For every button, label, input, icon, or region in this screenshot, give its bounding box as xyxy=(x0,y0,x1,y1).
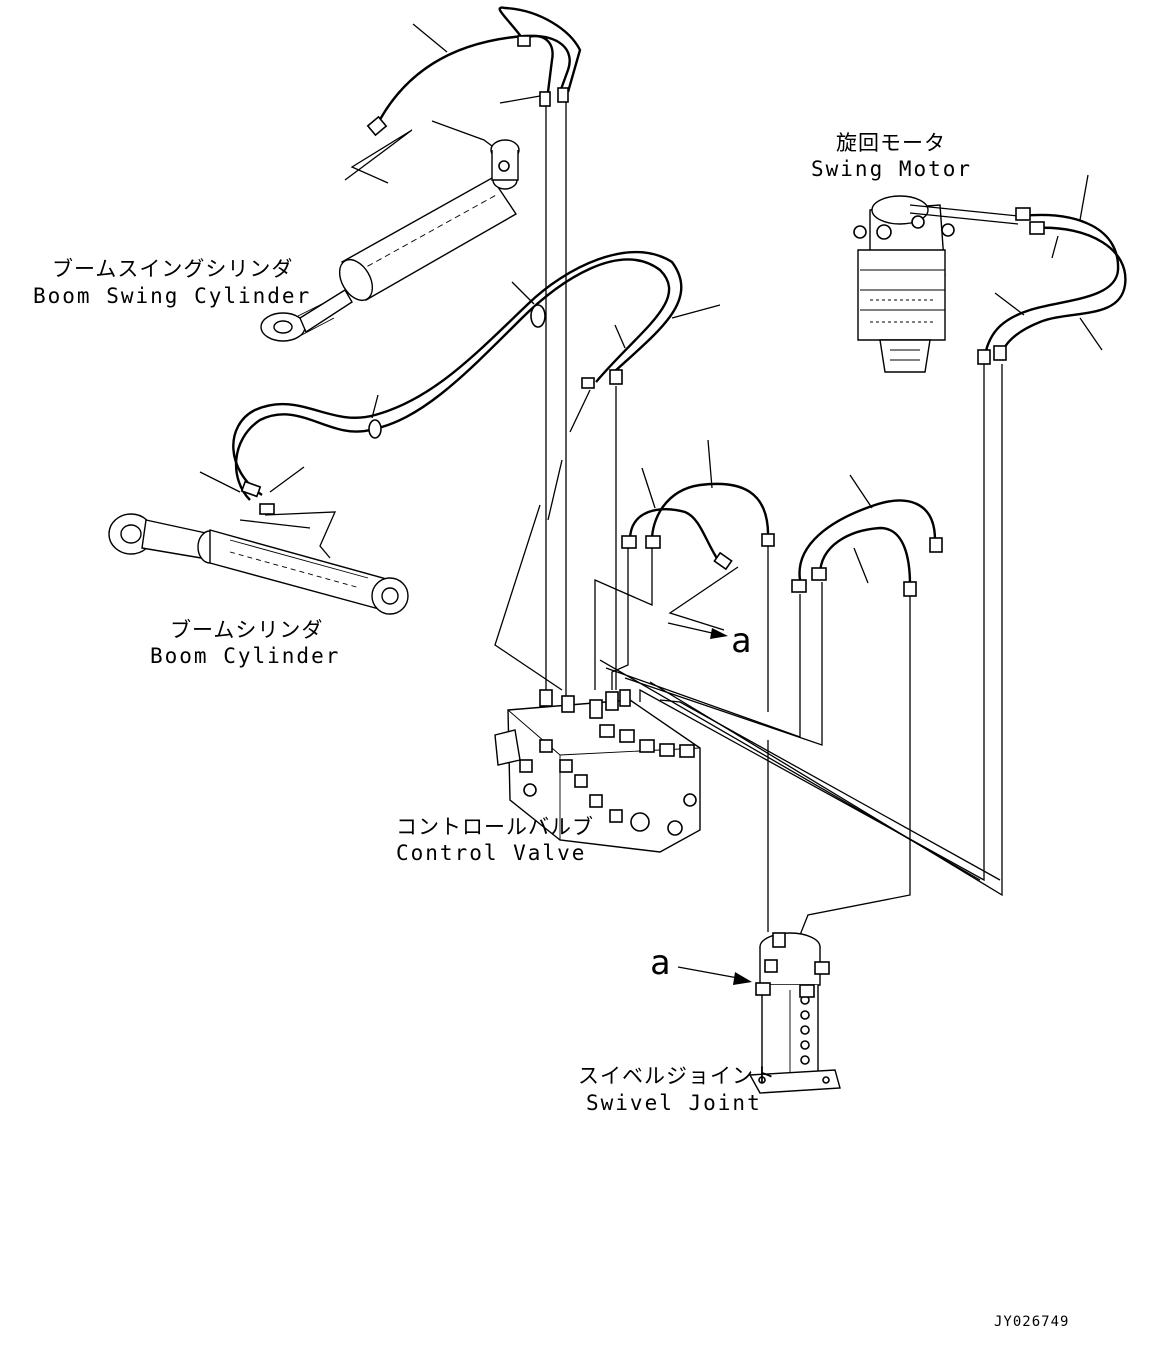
boom-cylinder xyxy=(108,511,409,615)
boom-cylinder-hoses xyxy=(199,251,721,515)
center-hoses xyxy=(621,439,943,597)
boom-swing-cylinder-label-en: Boom Swing Cylinder xyxy=(33,284,311,308)
swivel-joint xyxy=(748,932,841,1094)
swing-motor-label-jp: 旋回モータ xyxy=(836,131,946,155)
control-valve-label-jp: コントロールバルブ xyxy=(396,815,594,839)
boom-swing-cylinder xyxy=(260,120,520,342)
swivel-joint-label-jp: スイベルジョイント xyxy=(578,1064,776,1088)
control-valve xyxy=(494,689,701,853)
drawing-number: JY026749 xyxy=(994,1314,1069,1330)
boom-cylinder-label-jp: ブームシリンダ xyxy=(170,618,323,642)
boom-swing-hoses xyxy=(366,6,582,137)
view-ref-upper: a xyxy=(731,621,751,661)
view-ref-lower: a xyxy=(650,943,670,983)
boom-cylinder-label-en: Boom Cylinder xyxy=(150,644,340,668)
boom-swing-cylinder-label-jp: ブームスイングシリンダ xyxy=(52,257,293,281)
piping-lines xyxy=(494,102,1003,985)
valve-fittings xyxy=(519,689,697,836)
swing-motor-hoses xyxy=(977,174,1127,365)
swing-motor xyxy=(853,195,1019,373)
swing-motor-label-en: Swing Motor xyxy=(811,157,972,181)
control-valve-label-en: Control Valve xyxy=(396,841,586,865)
swivel-joint-label-en: Swivel Joint xyxy=(586,1091,762,1115)
